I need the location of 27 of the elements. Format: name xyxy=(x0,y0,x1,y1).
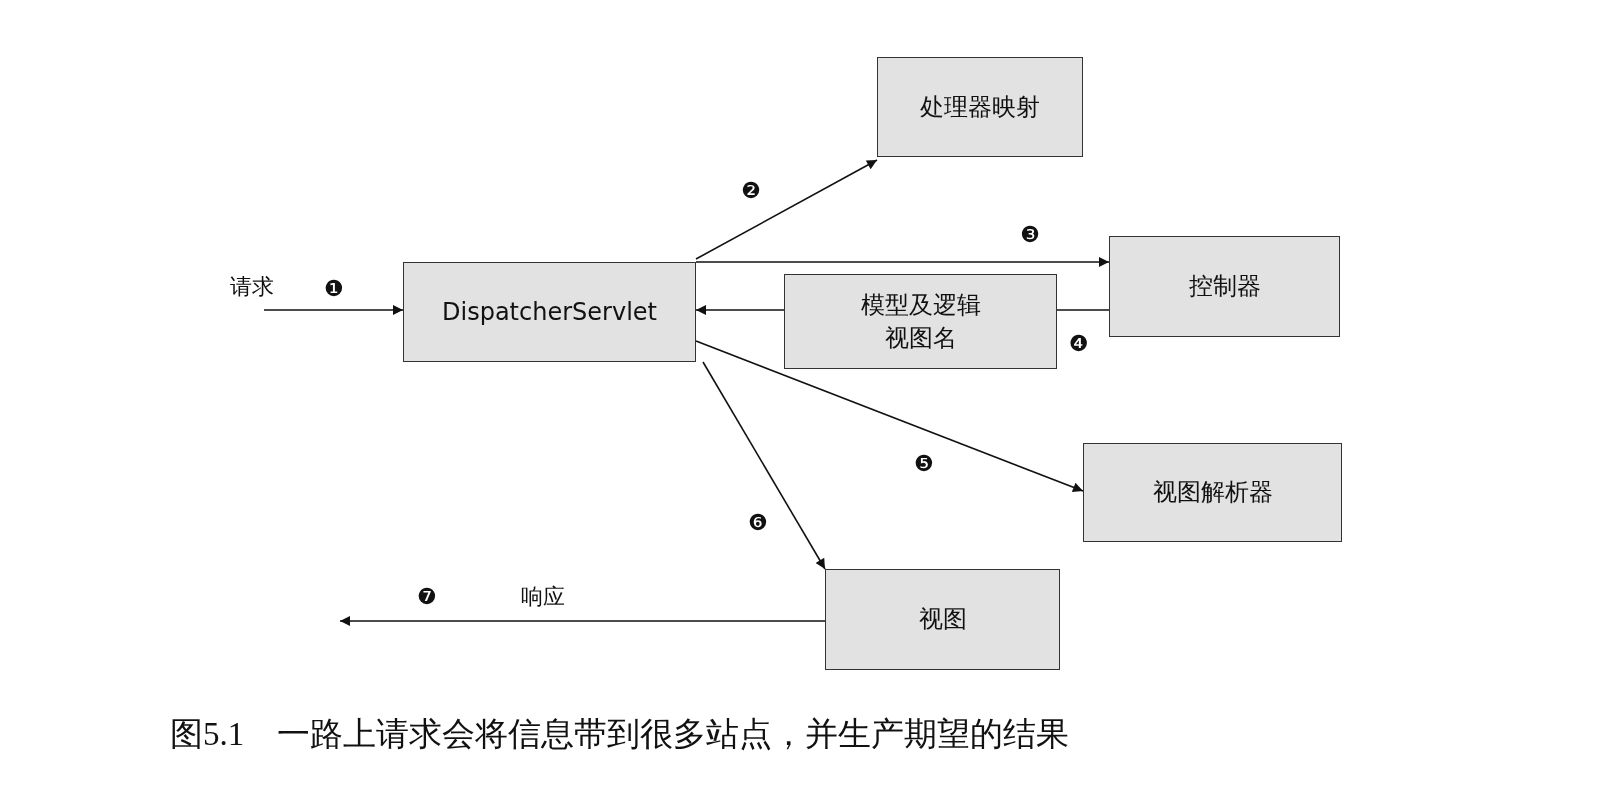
node-label: 模型及逻辑视图名 xyxy=(859,290,982,354)
arrow xyxy=(695,159,878,260)
arrow xyxy=(263,305,404,315)
figure-caption: 图5.1 一路上请求会将信息带到很多站点，并生产期望的结果 xyxy=(170,715,1070,754)
node-label: 视图解析器 xyxy=(1152,477,1273,509)
callout-number: ❶ xyxy=(324,276,344,301)
callout-number: ❼ xyxy=(417,584,437,609)
process-box xyxy=(877,57,1083,157)
process-box xyxy=(1083,443,1342,542)
process-box xyxy=(825,569,1060,670)
node-label: 视图 xyxy=(918,604,967,636)
arrow xyxy=(702,361,826,570)
arrow xyxy=(339,616,826,626)
callout-number: ❷ xyxy=(741,178,761,203)
node-label: DispatcherServlet xyxy=(442,296,657,328)
process-box xyxy=(784,274,1057,369)
process-box xyxy=(403,262,696,362)
callout-number: ❻ xyxy=(748,510,768,535)
arrow xyxy=(695,340,1084,493)
node-label: 控制器 xyxy=(1188,271,1261,303)
process-box xyxy=(1109,236,1340,337)
callout-number: ❺ xyxy=(914,451,934,476)
arrow xyxy=(695,305,785,315)
node-label: 处理器映射 xyxy=(920,91,1040,123)
arrow xyxy=(695,257,1110,267)
callout-number: ❸ xyxy=(1020,222,1040,247)
callout-number: ❹ xyxy=(1069,331,1089,356)
